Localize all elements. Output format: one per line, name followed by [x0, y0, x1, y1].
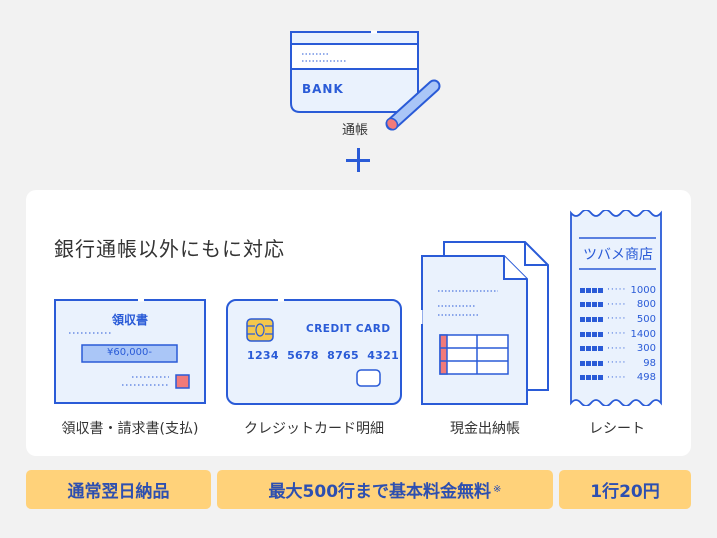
- cash-book-illustration: [420, 241, 549, 405]
- receipt-item: ·····300: [580, 341, 656, 356]
- bank-label: BANK: [302, 82, 344, 96]
- receipt-title: 領収書: [111, 313, 148, 327]
- receipt-item-list: ·····1000·····800·····500·····1400·····3…: [580, 283, 656, 385]
- receipt-item-amount: 800: [636, 299, 656, 311]
- badge-note-mark: ※: [493, 484, 502, 495]
- passbook-caption: 通帳: [341, 123, 368, 138]
- badge-label: 最大500行まで基本料金無料: [268, 482, 492, 502]
- badge-price-per-row: 1行20円: [559, 470, 691, 509]
- receipt-item-amount: 98: [643, 357, 656, 369]
- store-receipt-illustration: [570, 210, 662, 406]
- receipt-amount: ¥60,000-: [107, 347, 152, 358]
- badge-next-day-delivery: 通常翌日納品: [26, 470, 211, 509]
- receipt-caption: 領収書・請求書(支払): [61, 421, 199, 437]
- section-heading: 銀行通帳以外にもに対応: [54, 237, 285, 261]
- plus-icon: [346, 148, 370, 172]
- shop-name: ツバメ商店: [583, 247, 653, 263]
- receipt-item-amount: 498: [636, 372, 656, 384]
- receipt-item-amount: 300: [636, 343, 656, 355]
- badge-label: 1行20円: [590, 482, 660, 502]
- passbook-illustration: [290, 30, 441, 131]
- chip-icon: [246, 318, 274, 342]
- receipt-item: ·····1000: [580, 283, 656, 298]
- receipt-item: ·····498: [580, 371, 656, 386]
- receipt-document-illustration: [54, 299, 206, 404]
- credit-card-number: 1234 5678 8765 4321: [247, 349, 400, 362]
- receipt-item: ·····800: [580, 298, 656, 313]
- receipt-item: ·····500: [580, 312, 656, 327]
- receipt-item: ·····98: [580, 356, 656, 371]
- badge-label: 通常翌日納品: [67, 482, 170, 502]
- credit-card-illustration: [226, 299, 402, 405]
- credit-card-caption: クレジットカード明細: [244, 421, 384, 437]
- credit-card-label: CREDIT CARD: [306, 323, 391, 335]
- receipt-item-amount: 1400: [630, 328, 656, 340]
- receipt-item: ·····1400: [580, 327, 656, 342]
- store-receipt-caption: レシート: [589, 421, 645, 437]
- cash-book-caption: 現金出納帳: [450, 421, 520, 437]
- badge-free-up-to-500-rows: 最大500行まで基本料金無料※: [217, 470, 553, 509]
- receipt-item-amount: 500: [636, 313, 656, 325]
- receipt-item-amount: 1000: [630, 284, 656, 296]
- pen-icon: [385, 79, 441, 131]
